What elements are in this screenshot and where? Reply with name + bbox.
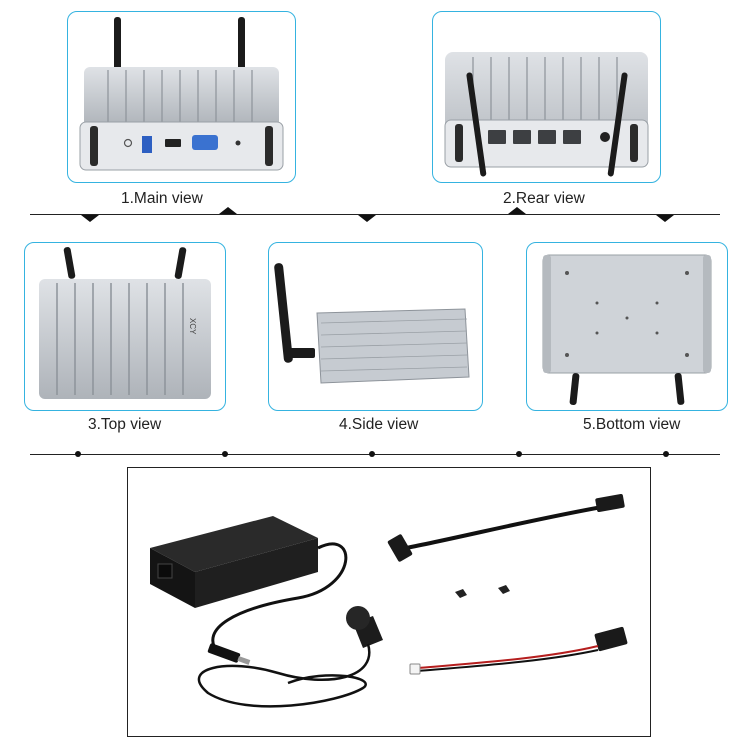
bottom-view-frame xyxy=(526,242,728,411)
caption-top-view: 3.Top view xyxy=(88,416,162,433)
dc-jack-icon xyxy=(600,132,610,142)
marker-dot-3 xyxy=(369,451,375,457)
marker-down-3 xyxy=(656,215,674,222)
marker-dot-5 xyxy=(663,451,669,457)
marker-dot-4 xyxy=(516,451,522,457)
rear-view-image xyxy=(444,52,649,177)
top-view-frame: XCY xyxy=(24,242,226,411)
side-view-frame xyxy=(268,242,483,411)
screws-icon xyxy=(455,585,510,598)
vga-port-icon xyxy=(192,135,218,150)
antenna xyxy=(274,263,293,363)
divider-row-2 xyxy=(30,454,720,456)
accessories-box xyxy=(127,467,651,737)
top-view-image: XCY xyxy=(39,247,211,399)
rear-view-frame xyxy=(432,11,661,183)
sata-cable-icon xyxy=(387,493,625,562)
divider-row-1 xyxy=(30,214,720,216)
marker-dot-1 xyxy=(75,451,81,457)
lan-ports-icon xyxy=(488,130,581,144)
power-adapter-icon xyxy=(150,516,348,665)
eu-power-cord-icon xyxy=(198,606,383,708)
audio-jack-icon xyxy=(235,140,241,146)
caption-bottom-view: 5.Bottom view xyxy=(583,416,681,433)
marker-down-1 xyxy=(81,215,99,222)
caption-main-view: 1.Main view xyxy=(121,190,203,207)
caption-rear-view: 2.Rear view xyxy=(503,190,585,207)
main-view-image xyxy=(79,17,284,171)
main-view-frame xyxy=(67,11,296,183)
brand-mark: XCY xyxy=(188,318,197,335)
marker-down-2 xyxy=(358,215,376,222)
marker-up-1 xyxy=(219,207,237,214)
usb-port-icon xyxy=(142,136,152,153)
accessories-image xyxy=(150,493,628,708)
marker-dot-2 xyxy=(222,451,228,457)
hdmi-port-icon xyxy=(165,139,181,147)
sata-power-cable-icon xyxy=(409,626,628,675)
caption-side-view: 4.Side view xyxy=(339,416,419,433)
side-view-image xyxy=(274,263,470,384)
marker-up-2 xyxy=(508,207,526,214)
power-button-icon xyxy=(123,138,133,148)
bottom-view-image xyxy=(542,254,712,406)
